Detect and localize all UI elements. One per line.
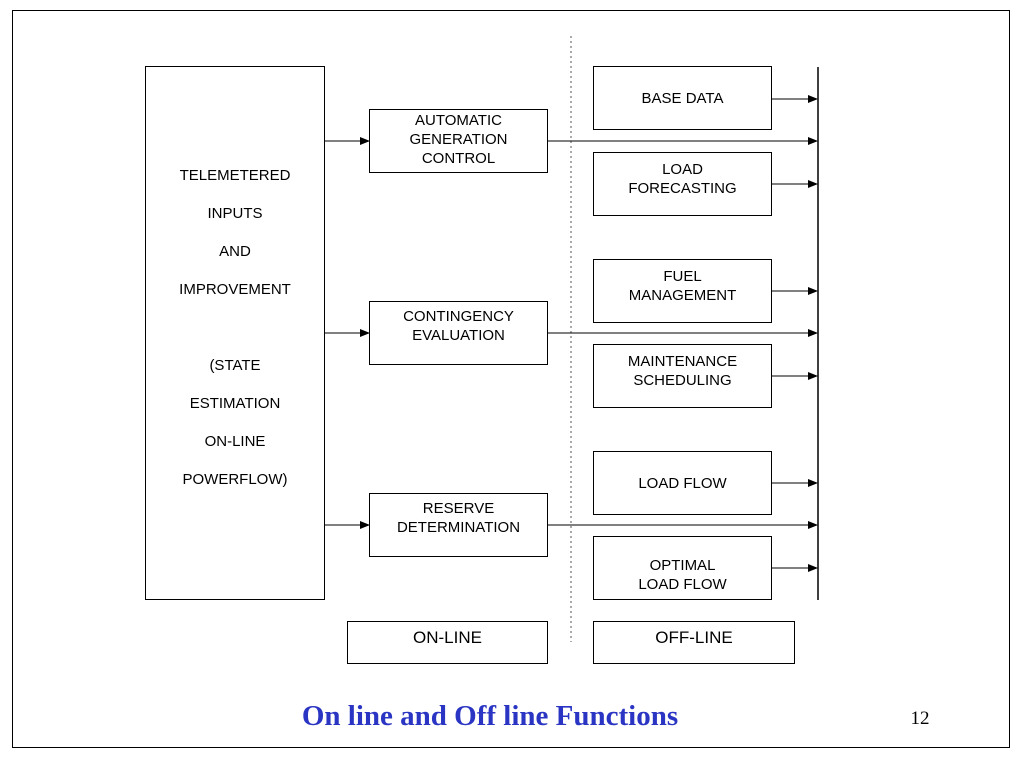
- base-data-box: BASE DATA: [593, 66, 772, 130]
- fuel-management-box: FUEL MANAGEMENT: [593, 259, 772, 323]
- maintenance-scheduling-box: MAINTENANCE SCHEDULING: [593, 344, 772, 408]
- telemetered-line: (STATE: [209, 357, 261, 374]
- box-label-line: GENERATION: [409, 130, 508, 148]
- telemetered-line: POWERFLOW): [182, 471, 288, 488]
- offline-label: OFF-LINE: [655, 628, 733, 647]
- slide-frame: [12, 10, 1010, 748]
- telemetered-line: INPUTS: [207, 205, 263, 222]
- telemetered-line: ON-LINE: [204, 433, 266, 450]
- page-number: 12: [910, 708, 930, 729]
- load-forecasting-box: LOAD FORECASTING: [593, 152, 772, 216]
- contingency-evaluation-box: CONTINGENCY EVALUATION: [369, 301, 548, 365]
- box-label-line: CONTROL: [421, 149, 496, 167]
- agc-box: AUTOMATIC GENERATION CONTROL: [369, 109, 548, 173]
- box-label-line: LOAD FLOW: [638, 474, 727, 492]
- box-label-line: BASE DATA: [641, 89, 724, 107]
- box-label-line: DETERMINATION: [396, 519, 521, 536]
- slide-title: On line and Off line Functions: [301, 700, 679, 732]
- box-label-line: CONTINGENCY: [403, 308, 514, 325]
- telemetered-inputs-box: TELEMETERED INPUTS AND IMPROVEMENT (STAT…: [145, 66, 325, 600]
- box-label-line: EVALUATION: [412, 327, 505, 344]
- reserve-determination-box: RESERVE DETERMINATION: [369, 493, 548, 557]
- telemetered-line: ESTIMATION: [189, 395, 281, 412]
- box-label-line: FUEL: [663, 268, 702, 285]
- online-label-box: ON-LINE: [347, 621, 548, 664]
- box-label-line: MAINTENANCE: [627, 353, 738, 370]
- box-label-line: LOAD: [662, 161, 703, 178]
- telemetered-line: AND: [219, 243, 251, 260]
- optimal-load-flow-box: OPTIMAL LOAD FLOW: [593, 536, 772, 600]
- box-label-line: SCHEDULING: [633, 372, 732, 389]
- box-label-line: RESERVE: [422, 500, 495, 517]
- load-flow-box: LOAD FLOW: [593, 451, 772, 515]
- box-label-line: AUTOMATIC: [415, 111, 502, 129]
- telemetered-line: IMPROVEMENT: [179, 281, 291, 298]
- box-label-line: FORECASTING: [628, 180, 737, 197]
- telemetered-line: TELEMETERED: [179, 167, 291, 184]
- offline-label-box: OFF-LINE: [593, 621, 795, 664]
- box-label-line: LOAD FLOW: [638, 576, 727, 593]
- box-label-line: MANAGEMENT: [628, 287, 737, 304]
- box-label-line: OPTIMAL: [649, 557, 716, 574]
- online-label: ON-LINE: [413, 628, 482, 647]
